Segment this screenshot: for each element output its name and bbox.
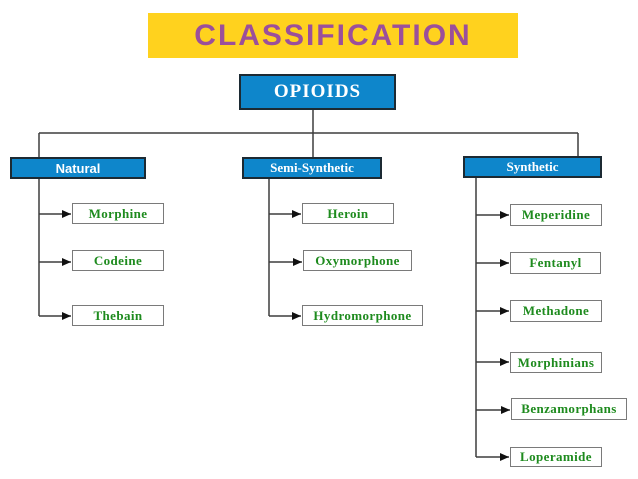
- node-morphinians: Morphinians: [510, 352, 602, 373]
- node-thebain-label: Thebain: [93, 307, 143, 323]
- node-hydromorphone: Hydromorphone: [302, 305, 423, 326]
- node-methadone-label: Methadone: [522, 303, 590, 318]
- node-methadone: Methadone: [510, 300, 602, 322]
- node-category-natural-label: Natural: [55, 160, 101, 176]
- node-fentanyl: Fentanyl: [510, 252, 601, 274]
- node-category-semi-synthetic: Semi-Synthetic: [242, 157, 382, 179]
- node-meperidine-label: Meperidine: [521, 207, 591, 222]
- node-category-synthetic-label: Synthetic: [506, 159, 559, 174]
- node-heroin-label: Heroin: [327, 205, 369, 221]
- page-title: CLASSIFICATION: [194, 18, 472, 52]
- node-oxymorphone: Oxymorphone: [303, 250, 412, 271]
- node-hydromorphone-label: Hydromorphone: [313, 307, 412, 323]
- node-morphinians-label: Morphinians: [517, 354, 595, 370]
- node-thebain: Thebain: [72, 305, 164, 326]
- title-banner: CLASSIFICATION: [148, 13, 518, 58]
- node-codeine-label: Codeine: [93, 252, 143, 268]
- node-morphine-label: Morphine: [88, 205, 148, 221]
- node-heroin: Heroin: [302, 203, 394, 224]
- node-benzamorphans-label: Benzamorphans: [521, 401, 617, 416]
- node-category-semi-synthetic-label: Semi-Synthetic: [270, 160, 354, 175]
- node-category-natural: Natural: [10, 157, 146, 179]
- node-codeine: Codeine: [72, 250, 164, 271]
- node-category-synthetic: Synthetic: [463, 156, 602, 178]
- node-loperamide: Loperamide: [510, 447, 602, 467]
- node-loperamide-label: Loperamide: [520, 449, 592, 464]
- node-meperidine: Meperidine: [510, 204, 602, 226]
- node-opioids-label: OPIOIDS: [273, 81, 362, 102]
- node-fentanyl-label: Fentanyl: [529, 255, 582, 270]
- node-morphine: Morphine: [72, 203, 164, 224]
- node-oxymorphone-label: Oxymorphone: [315, 252, 400, 268]
- node-benzamorphans: Benzamorphans: [511, 398, 627, 420]
- node-opioids: OPIOIDS: [239, 74, 396, 110]
